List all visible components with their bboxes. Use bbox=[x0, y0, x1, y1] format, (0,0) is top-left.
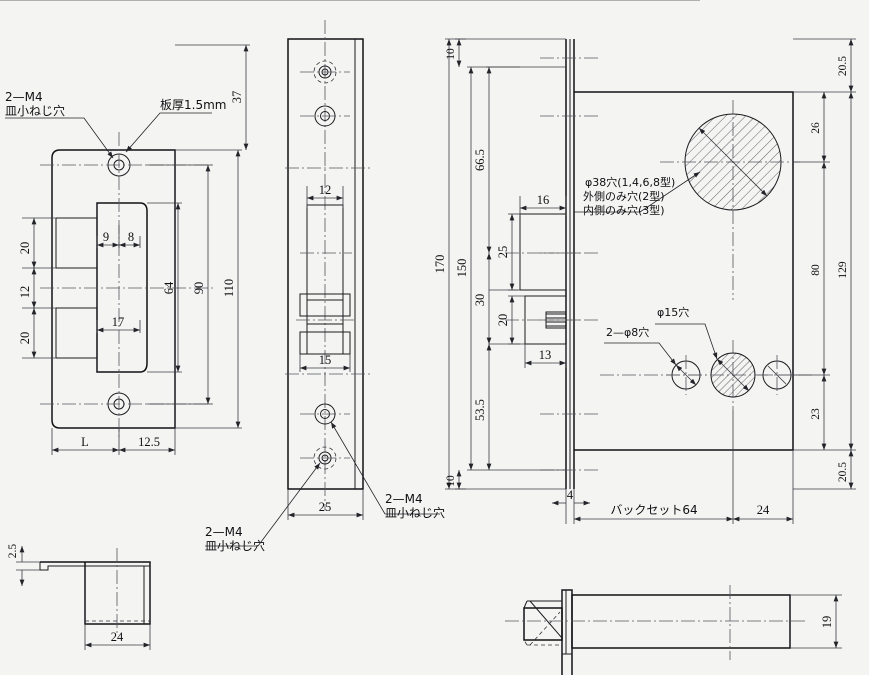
strike-box-outline bbox=[40, 561, 151, 625]
faceplate-screw-hole-top-countersunk bbox=[300, 60, 350, 84]
dim-strike-box-24: 24 bbox=[111, 630, 124, 644]
dim-case-66-5: 66.5 bbox=[473, 149, 487, 171]
leader-faceplate-screw-note-2 bbox=[331, 422, 440, 515]
dim-strike-open-9: 9 bbox=[103, 230, 109, 244]
dim-case-deadbolt-25: 25 bbox=[496, 246, 510, 259]
label-plate-thickness: 板厚1.5mm bbox=[160, 98, 226, 112]
strike-cutout-step-lower bbox=[55, 268, 98, 372]
dim-case-170: 170 bbox=[433, 255, 447, 274]
dim-strike-64: 64 bbox=[162, 281, 176, 294]
dim-strike-110: 110 bbox=[222, 279, 236, 297]
dim-strike-seg-bot-20: 20 bbox=[18, 332, 32, 345]
latch-bolt-collar bbox=[561, 589, 573, 675]
label-faceplate-screw1-line2: 皿小ねじ穴 bbox=[205, 538, 265, 553]
leader-faceplate-screw-note-1 bbox=[205, 463, 320, 547]
lock-case-side-view: 16 25 20 13 φ38穴(1,4,6,8型 bbox=[0, 0, 856, 524]
leader-thickness-note bbox=[125, 112, 212, 153]
dim-strike-box-2-5: 2.5 bbox=[7, 544, 19, 559]
latch-bolt-head bbox=[523, 607, 563, 641]
faceplate-screw-hole-top bbox=[300, 105, 350, 127]
case-latch-block bbox=[505, 295, 580, 345]
dim-case-tail-24: 24 bbox=[757, 503, 770, 517]
strike-cutout-step-upper bbox=[55, 203, 98, 269]
dim-case-right-129: 129 bbox=[837, 261, 849, 279]
label-cylinder-hole: φ15穴 bbox=[657, 305, 689, 319]
dim-faceplate-width-25: 25 bbox=[319, 500, 332, 514]
dim-case-right-23: 23 bbox=[810, 408, 822, 420]
case-body-outline bbox=[574, 91, 794, 451]
latch-bolt-head-top bbox=[523, 600, 562, 609]
label-faceplate-screw2-line2: 皿小ねじ穴 bbox=[385, 505, 445, 520]
dim-case-top-10: 10 bbox=[445, 48, 457, 60]
dim-faceplate-deadbolt-12: 12 bbox=[319, 183, 332, 197]
faceplate-front-view: 12 15 25 bbox=[205, 20, 445, 553]
faceplate-outline bbox=[287, 38, 364, 490]
latch-bolt-body bbox=[571, 594, 791, 649]
latch-bolt-head-hidden bbox=[523, 639, 562, 646]
faceplate-latch-slot bbox=[296, 293, 356, 355]
case-deadbolt-block bbox=[519, 213, 567, 291]
dim-case-latch-13: 13 bbox=[539, 348, 552, 362]
dim-strike-open-17: 17 bbox=[112, 315, 125, 329]
dim-case-bottom-10: 10 bbox=[445, 475, 457, 487]
strike-plate-cutout bbox=[96, 202, 148, 373]
label-strike-screw-line1: 2—M4 bbox=[5, 90, 43, 104]
label-spindle-hole-line3: 内側のみ穴(3型) bbox=[583, 203, 665, 217]
dim-strike-90: 90 bbox=[192, 282, 206, 295]
dim-strike-seg-mid-12: 12 bbox=[18, 286, 32, 299]
dim-case-right-20-5-bottom: 20.5 bbox=[837, 462, 849, 482]
label-strike-screw-line2: 皿小ねじ穴 bbox=[5, 103, 65, 118]
dim-case-53-5: 53.5 bbox=[473, 399, 487, 421]
label-faceplate-screw2-line1: 2—M4 bbox=[385, 492, 423, 506]
dim-strike-width-12-5: 12.5 bbox=[138, 435, 160, 449]
faceplate-deadbolt-slot bbox=[306, 204, 344, 301]
label-faceplate-screw1-line1: 2—M4 bbox=[205, 525, 243, 539]
strike-box-lip bbox=[39, 562, 150, 571]
label-spindle-hole-line1: φ38穴(1,4,6,8型) bbox=[585, 175, 675, 189]
dim-case-right-80: 80 bbox=[810, 264, 822, 276]
dim-case-faceplate-4: 4 bbox=[567, 488, 574, 502]
dim-case-right-20-5-top: 20.5 bbox=[837, 56, 849, 76]
dim-strike-open-8: 8 bbox=[128, 230, 134, 244]
strike-box-section-view: 2.5 24 bbox=[7, 544, 151, 650]
latch-bolt-bevel-hidden bbox=[529, 611, 561, 646]
dim-case-latch-20: 20 bbox=[496, 314, 510, 327]
dim-strike-seg-top-20: 20 bbox=[18, 242, 32, 255]
dim-latch-bolt-19: 19 bbox=[820, 616, 834, 629]
latch-bolt-bevel bbox=[529, 600, 563, 639]
dim-case-30: 30 bbox=[473, 294, 487, 307]
dim-strike-width-L: L bbox=[81, 435, 89, 449]
latch-bolt-collar-rect bbox=[561, 589, 573, 655]
dim-case-backset: バックセット64 bbox=[610, 503, 697, 517]
dim-case-150: 150 bbox=[455, 259, 469, 278]
spindle-hole-phi38 bbox=[0, 0, 800, 300]
latch-bolt-side-view: 19 bbox=[505, 585, 842, 675]
leader-small-holes bbox=[604, 342, 677, 366]
dim-strike-top-37: 37 bbox=[230, 91, 244, 104]
label-small-holes: 2—φ8穴 bbox=[606, 325, 649, 339]
strike-plate-view: 20 12 20 9 8 17 64 90 110 bbox=[5, 44, 250, 455]
leader-cylinder-hole bbox=[655, 323, 718, 360]
leader-spindle-hole bbox=[574, 171, 701, 213]
dim-faceplate-latch-15: 15 bbox=[319, 353, 332, 367]
dim-case-right-26: 26 bbox=[810, 122, 822, 134]
strike-plate-outline bbox=[51, 149, 176, 429]
label-spindle-hole-line2: 外側のみ穴(2型) bbox=[583, 189, 665, 203]
dim-case-deadbolt-16: 16 bbox=[537, 193, 550, 207]
leader-strike-screw-note bbox=[5, 117, 114, 159]
